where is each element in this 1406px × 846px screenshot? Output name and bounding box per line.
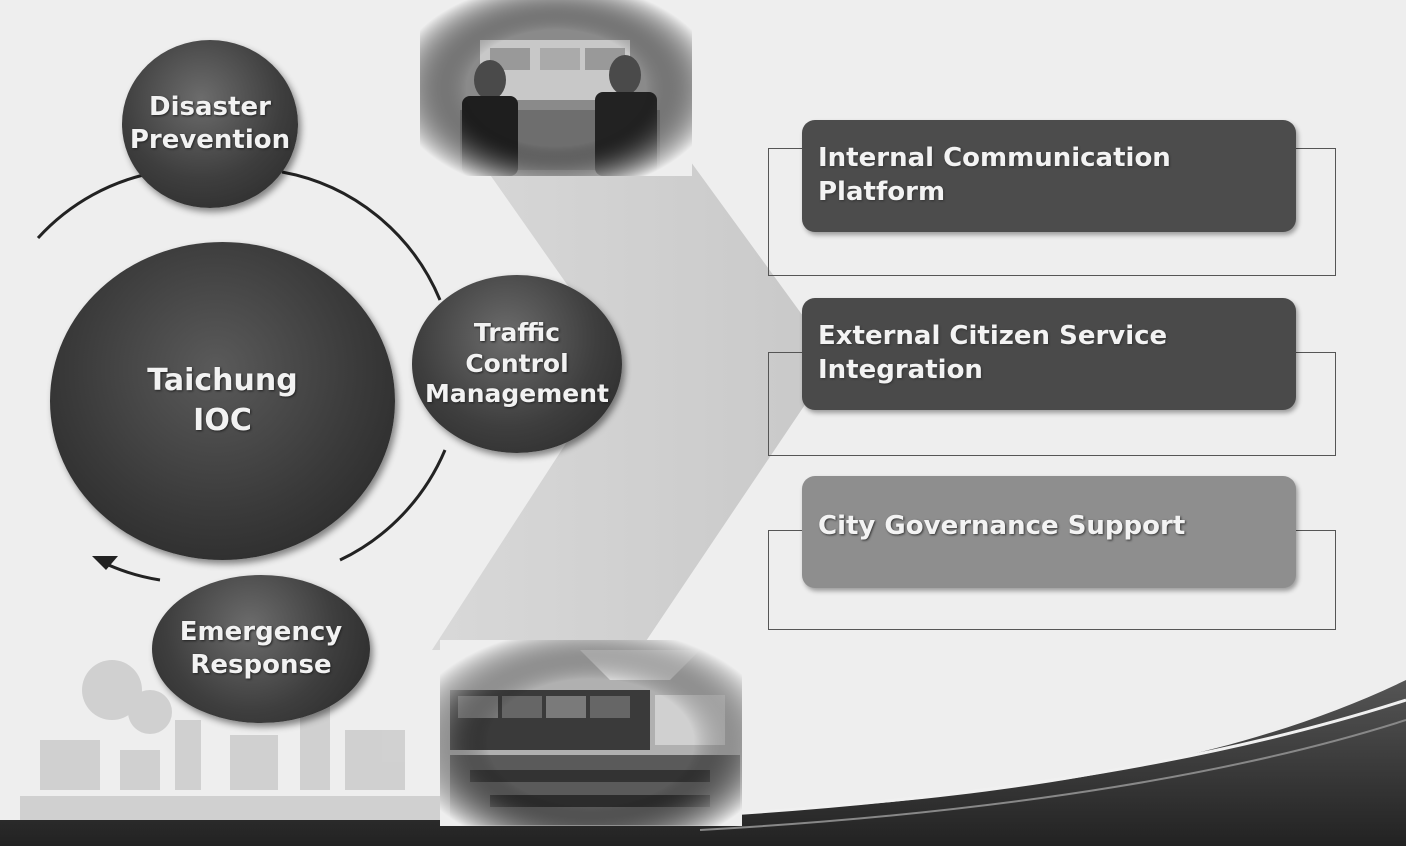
city-illustration [20,660,490,820]
box-label: External Citizen Service Integration [818,321,1168,385]
emergency-response-circle: Emergency Response [152,575,370,723]
taichung-ioc-circle: Taichung IOC [50,242,395,560]
chevron-arrow-shape [432,92,835,650]
cycle-arrowhead [92,556,118,570]
box-label: City Governance Support [818,511,1186,541]
box-label: Internal Communication Platform [818,143,1171,207]
city-governance-box: City Governance Support [802,476,1296,588]
control-room-handshake-photo [420,0,692,176]
internal-communication-box: Internal Communication Platform [802,120,1296,232]
disaster-prevention-circle: Disaster Prevention [122,40,298,208]
cycle-ring [36,170,159,240]
operations-center-photo [440,640,742,826]
disaster-circle-label: Disaster Prevention [129,91,291,155]
traffic-circle-label: Traffic Control Management [424,318,610,409]
external-citizen-service-box: External Citizen Service Integration [802,298,1296,410]
main-circle-label: Taichung IOC [147,362,298,439]
footer-band [0,680,1406,846]
traffic-control-circle: Traffic Control Management [412,275,622,453]
emergency-circle-label: Emergency Response [179,616,343,680]
